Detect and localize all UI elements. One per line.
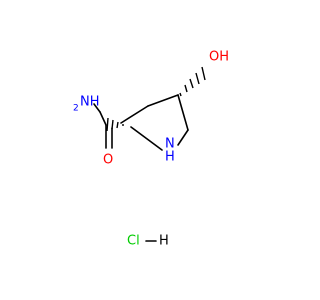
bond-c4-c5 <box>177 94 189 131</box>
molecule-drawing: OH N H NH 2 O Cl H <box>73 50 229 249</box>
hashed-wedge-c2-amide <box>106 117 124 132</box>
bond-amide-c-n <box>99 111 107 126</box>
bond-c5-n1 <box>177 129 189 146</box>
bond-n1-c2 <box>130 126 163 151</box>
structure-canvas: OH N H NH 2 O Cl H <box>73 49 230 249</box>
atom-amide-n-h2-label: 2 <box>73 104 79 114</box>
bond-c2-c3 <box>120 105 149 124</box>
atom-amide-n-label: NH <box>80 95 100 110</box>
atom-n-ring-label: N <box>165 137 175 152</box>
bond-amide-c-n-b <box>93 103 101 113</box>
bond-c3-c4 <box>147 94 179 107</box>
salt-cl-label: Cl <box>127 234 140 249</box>
hashed-wedge-c4-oh <box>179 66 206 97</box>
salt-h-label: H <box>159 234 169 249</box>
atom-oh-label: OH <box>209 50 229 65</box>
atom-amide-o-label: O <box>103 153 113 168</box>
atom-n-ring-h-label: H <box>165 150 175 165</box>
